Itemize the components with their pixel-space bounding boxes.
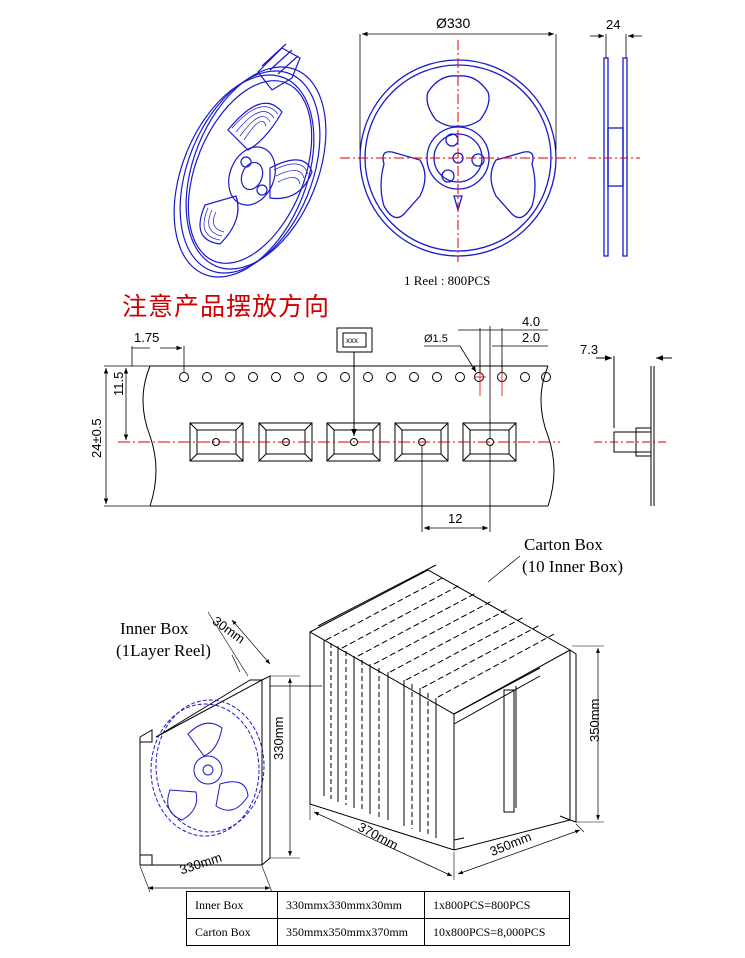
reel-width-label: 24 [606,17,621,32]
carton-box-title: Carton Box [524,535,603,554]
tape-pocket [189,422,244,462]
pocket-pitch-label: 12 [448,511,463,526]
carton-box-drawing [270,555,604,880]
tape-width-label: 24±0.5 [89,418,104,458]
packing-spec-table: Inner Box 330mmx330mmx30mm 1x800PCS=800P… [186,891,570,946]
hole-pitch-label: 4.0 [522,314,541,329]
pocket-offset-label: 11.5 [111,371,126,396]
table-cell: Carton Box [186,918,278,946]
table-row: Inner Box 330mmx330mmx30mm 1x800PCS=800P… [186,891,570,919]
component-marking: xxx [346,336,358,345]
table-row: Carton Box 350mmx350mmx370mm 10x800PCS=8… [186,918,570,946]
table-cell: Inner Box [186,891,278,919]
inner-box-subtitle: (1Layer Reel) [116,641,211,660]
table-cell: 1x800PCS=800PCS [424,891,570,919]
inner-height-label: 330mm [271,716,286,760]
hole-diameter-label: Ø1.5 [424,333,448,345]
carton-height-label: 350mm [587,698,602,742]
tape-side-view [596,355,672,506]
table-cell: 10x800PCS=8,000PCS [424,918,570,946]
hole-to-pocket-label: 2.0 [522,330,541,345]
reel-side-view [588,33,642,257]
reel-front-view [340,31,576,262]
orientation-title: 注意产品摆放方向 [122,292,331,321]
table-cell: 330mmx330mmx30mm [277,891,425,919]
tape-thickness-label: 7.3 [580,342,599,357]
reel-diameter-label: Ø330 [436,15,471,31]
inner-box-title: Inner Box [120,619,189,638]
carton-box-subtitle: (10 Inner Box) [522,557,624,576]
reel-capacity-caption: 1 Reel : 800PCS [404,273,491,288]
edge-to-hole-label: 1.75 [134,330,160,345]
component-symbol [336,327,373,436]
carrier-tape [103,326,672,532]
sprocket-holes [179,372,551,382]
inner-box-drawing [139,611,300,893]
reel-perspective-view [173,43,327,278]
table-cell: 350mmx350mmx370mm [277,918,425,946]
